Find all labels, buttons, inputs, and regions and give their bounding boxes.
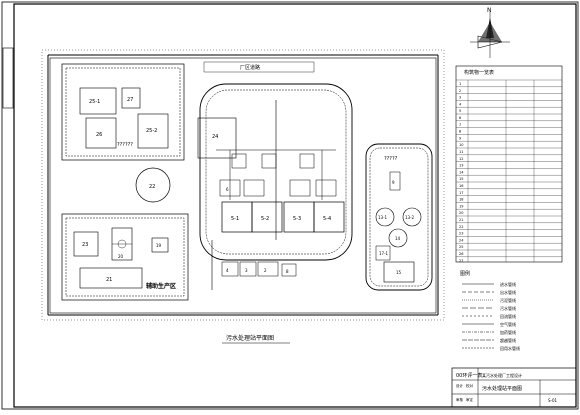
table-row-number: 1 [459,82,461,86]
binding-strip [2,47,14,109]
table-row-number: 9 [459,136,461,140]
svg-text:8: 8 [286,269,289,274]
legend-label: 回用水管线 [500,345,520,351]
svg-text:5-3: 5-3 [293,216,301,222]
svg-text:13-1: 13-1 [378,215,388,220]
svg-text:15: 15 [396,270,402,275]
site-boundary [47,54,439,316]
table-row-number: 6 [459,116,461,120]
table-row-number: 25 [459,245,463,249]
north-arrow-icon: N [470,7,510,58]
svg-text:17-1: 17-1 [379,251,389,256]
treatment-area: 6 5-1 5-2 5-3 5-4 4 3 2 8 [199,83,353,290]
legend-label: 出水管线 [500,289,516,295]
table-row-number: 18 [459,198,463,202]
table-row-number: 2 [459,89,461,93]
title-block: 00环评一表 某污水处理厂工程设计 污水处理站平面图 设计 校对 审核 审定 S… [451,367,577,408]
table-row-number: 7 [459,123,461,127]
svg-text:25-2: 25-2 [146,128,157,134]
site-fence [41,49,445,321]
svg-text:污水处理站平面图: 污水处理站平面图 [482,385,522,392]
svg-text:N: N [487,7,492,14]
svg-text:5-4: 5-4 [323,216,331,222]
svg-text:13-2: 13-2 [405,215,415,220]
table-row-number: 27 [459,259,463,263]
table-row-number: 21 [459,218,463,222]
table-row-number: 19 [459,204,463,208]
admin-zone: 25-1 27 26 25-2 ?????? [61,63,185,161]
svg-text:校对: 校对 [466,383,474,388]
table-row-number: 8 [459,130,461,134]
svg-text:??????: ?????? [117,142,133,148]
svg-text:26: 26 [96,132,102,138]
table-row-number: 26 [459,252,463,256]
svg-text:24: 24 [212,134,218,140]
svg-text:厂区道路: 厂区道路 [240,64,260,71]
svg-text:S-01: S-01 [548,398,558,403]
table-row-number: 13 [459,164,463,168]
svg-text:9: 9 [392,180,395,185]
inner-frame [13,3,577,408]
svg-text:19: 19 [156,243,162,248]
svg-text:27: 27 [127,97,133,103]
table-row-number: 23 [459,232,463,236]
table-row-number: 22 [459,225,463,229]
svg-text:图例: 图例 [460,270,470,277]
legend-label: 加药管线 [500,329,516,335]
structure-table: 构筑物一览表 123456789101112131415161718192021… [455,65,563,263]
svg-text:2: 2 [264,268,267,273]
table-row-number: 15 [459,177,463,181]
table-row-number: 17 [459,191,463,195]
svg-text:00环评一表: 00环评一表 [456,372,482,379]
legend-label: 超越管线 [500,337,516,343]
table-row-number: 14 [459,170,464,174]
svg-text:21: 21 [106,277,112,283]
svg-text:14: 14 [395,236,401,241]
svg-text:5-1: 5-1 [231,216,239,222]
svg-text:4: 4 [226,268,229,273]
svg-text:25-1: 25-1 [89,99,100,105]
svg-text:辅助生产区: 辅助生产区 [146,282,176,290]
legend-label: 空气管线 [500,321,516,327]
table-row-number: 16 [459,184,463,188]
table-row-number: 4 [459,102,462,106]
table-row-number: 12 [459,157,463,161]
svg-text:22: 22 [149,184,155,190]
svg-text:23: 23 [82,242,88,248]
svg-text:5-2: 5-2 [261,216,269,222]
svg-text:构筑物一览表: 构筑物一览表 [464,69,494,76]
auxiliary-zone: 23 20 19 21 辅助生产区 [61,213,189,301]
svg-text:污水处理站平面图: 污水处理站平面图 [226,334,274,342]
svg-text:设计: 设计 [456,383,464,388]
svg-text:20: 20 [118,254,124,259]
svg-text:3: 3 [245,268,248,273]
building-24 [197,117,237,159]
table-row-number: 11 [459,150,463,154]
circular-tank-22 [135,167,171,203]
svg-text:审定: 审定 [466,397,474,402]
legend-label: 回流管线 [500,313,516,319]
legend-label: 污水管线 [500,305,516,311]
table-row-number: 20 [459,211,463,215]
svg-text:某污水处理厂工程设计: 某污水处理厂工程设计 [482,372,522,378]
site-wall [49,57,437,314]
svg-text:6: 6 [226,187,229,192]
sludge-area: ????? 9 13-1 13-2 14 17-1 15 [365,143,433,291]
table-row-number: 24 [459,238,464,242]
legend-label: 污泥管线 [500,297,516,303]
legend-label: 进水管线 [500,281,516,287]
table-row-number: 5 [459,109,461,113]
table-row-number: 3 [459,96,461,100]
svg-text:审核: 审核 [456,397,464,402]
svg-text:?????: ????? [384,156,398,162]
table-row-number: 10 [459,143,463,147]
